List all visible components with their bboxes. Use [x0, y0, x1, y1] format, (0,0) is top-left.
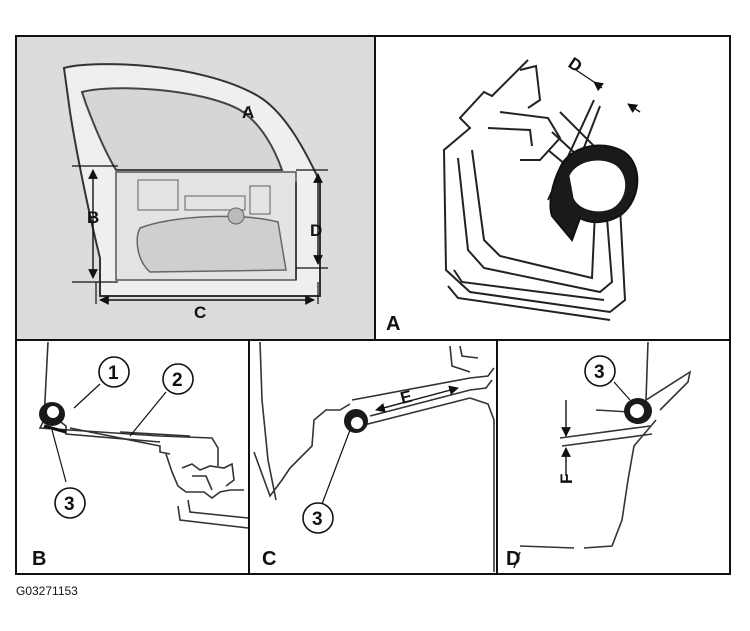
panel-c-letter: C [262, 548, 276, 570]
panel-b-letter: B [32, 548, 46, 570]
callout-3: 3 [54, 487, 86, 519]
figure-frame [15, 35, 731, 575]
panel-c-section [253, 341, 495, 572]
dimension-f-label: F [557, 474, 576, 484]
svg-text:3: 3 [64, 494, 75, 515]
callout-2: 2 [162, 363, 194, 395]
door-overview-panel: B D C A [17, 37, 374, 339]
panel-a-dimension-d: D [565, 54, 586, 77]
svg-text:3: 3 [594, 362, 605, 383]
panel-d-callout-3: 3 [584, 355, 616, 387]
dimension-d-label: D [310, 221, 322, 240]
door-window [80, 87, 284, 171]
dimension-c-label: C [194, 303, 206, 322]
dimension-e-label: E [398, 387, 414, 408]
panel-d-letter: D [506, 548, 520, 570]
panel-c-callout-3: 3 [302, 502, 334, 534]
callout-1: 1 [98, 356, 130, 388]
panel-a-seal-section [442, 59, 641, 321]
dimension-b-label: B [87, 208, 99, 227]
dimension-a-label: A [242, 103, 254, 122]
svg-text:3: 3 [312, 509, 323, 530]
figure-code: G03271153 [16, 584, 78, 598]
svg-text:2: 2 [172, 370, 183, 391]
svg-text:1: 1 [108, 363, 119, 384]
panel-a-letter: A [386, 313, 400, 335]
dimension-e-line [375, 385, 459, 413]
